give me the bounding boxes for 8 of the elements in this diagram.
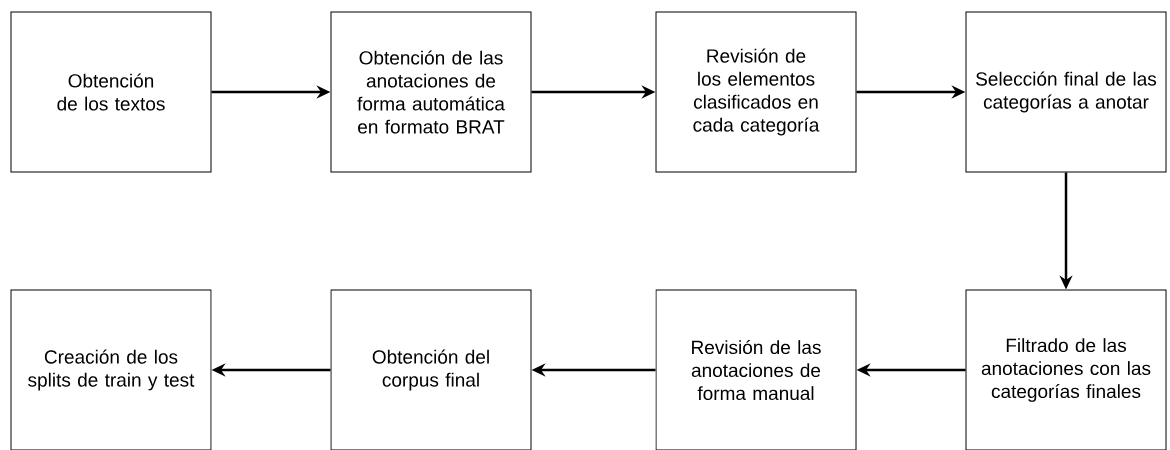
process-box: Obtención de los textos [10, 11, 212, 173]
process-box: Selección final de las categorías a anotar [965, 11, 1167, 173]
process-box: Creación de los splits de train y test [10, 289, 212, 450]
process-box: Revisión de los elementos clasificados en cada categoría [655, 11, 857, 173]
process-box: Filtrado de las anotaciones con las categorías finales [965, 289, 1167, 450]
process-box: Obtención de las anotaciones de forma automática en formato BRAT [330, 11, 532, 173]
process-box: Revisión de las anotaciones de forma manual [655, 289, 857, 450]
process-box: Obtención del corpus final [330, 289, 532, 450]
